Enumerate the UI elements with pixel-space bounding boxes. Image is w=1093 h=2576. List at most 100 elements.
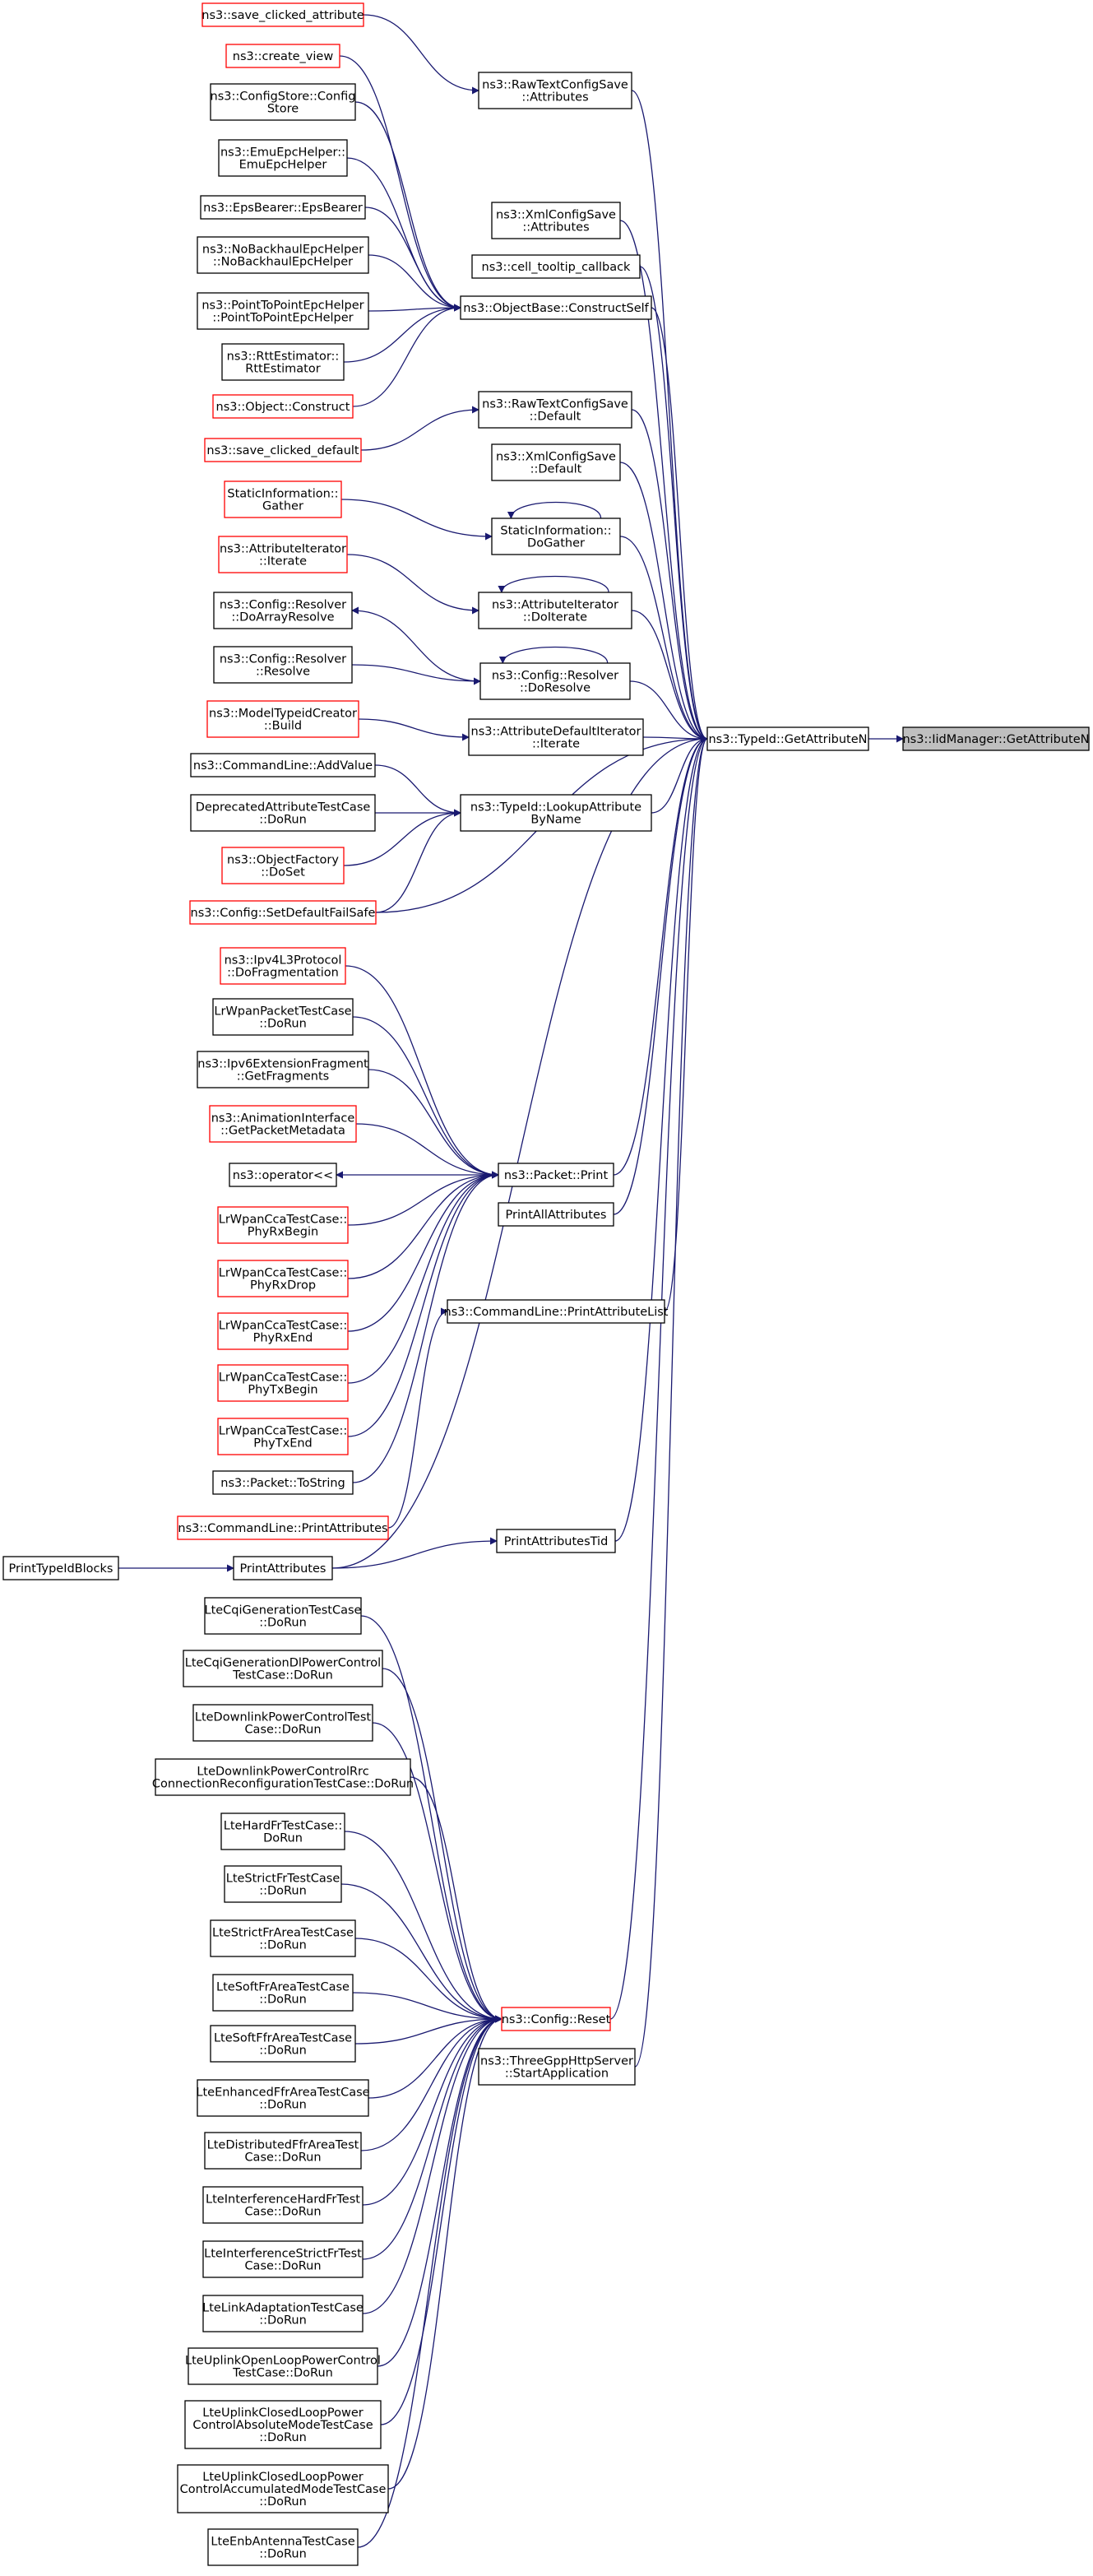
node-n22[interactable]: ns3::Ipv6ExtensionFragment::GetFragments bbox=[197, 1051, 369, 1088]
node-n15[interactable]: ns3::ModelTypeidCreator::Build bbox=[206, 700, 359, 738]
node-n19[interactable]: ns3::Config::SetDefaultFailSafe bbox=[189, 900, 377, 925]
node-n40[interactable]: LteStrictFrAreaTestCase::DoRun bbox=[210, 1919, 356, 1957]
node-n12[interactable]: ns3::AttributeIterator::Iterate bbox=[218, 536, 348, 573]
node-n33[interactable]: PrintAttributes bbox=[233, 1556, 333, 1580]
node-n11[interactable]: StaticInformation::Gather bbox=[224, 480, 342, 518]
node-root[interactable]: ns3::IidManager::GetAttributeN bbox=[902, 726, 1090, 751]
node-box bbox=[479, 662, 631, 700]
node-label: ns3::EpsBearer::EpsBearer bbox=[203, 202, 363, 215]
node-n1[interactable]: ns3::save_clicked_attribute bbox=[201, 2, 364, 27]
node-m8[interactable]: ns3::AttributeIterator::DoIterate bbox=[478, 592, 632, 629]
node-n27[interactable]: LrWpanCcaTestCase::PhyRxEnd bbox=[217, 1312, 349, 1350]
node-label: ::DoRun bbox=[259, 1885, 307, 1898]
node-label: ::DoRun bbox=[259, 814, 307, 827]
edge-n22-to-m12 bbox=[368, 1069, 499, 1179]
node-n47[interactable]: LteLinkAdaptationTestCase::DoRun bbox=[202, 2295, 364, 2332]
node-label: RttEstimator bbox=[245, 363, 320, 376]
node-m16[interactable]: ns3::Config::Reset bbox=[501, 2007, 611, 2031]
node-n25[interactable]: LrWpanCcaTestCase::PhyRxBegin bbox=[217, 1206, 349, 1244]
node-m15[interactable]: PrintAttributesTid bbox=[496, 1529, 616, 1553]
node-n21[interactable]: LrWpanPacketTestCase::DoRun bbox=[212, 998, 354, 1036]
node-m4[interactable]: ns3::ObjectBase::ConstructSelf bbox=[460, 295, 652, 320]
node-label: PhyRxBegin bbox=[248, 1226, 318, 1239]
node-box bbox=[197, 236, 369, 274]
node-m9[interactable]: ns3::Config::Resolver::DoResolve bbox=[479, 662, 631, 700]
node-label: ns3::Ipv4L3Protocol bbox=[225, 954, 342, 968]
node-label: Case::DoRun bbox=[244, 2260, 321, 2273]
node-label: ::DoRun bbox=[259, 1993, 307, 2007]
node-box bbox=[213, 646, 353, 684]
node-n8[interactable]: ns3::RttEstimator::RttEstimator bbox=[221, 343, 345, 381]
node-label: ns3::create_view bbox=[233, 50, 334, 63]
node-label: ns3::Config::Resolver bbox=[492, 670, 618, 683]
node-label: PrintAllAttributes bbox=[506, 1209, 607, 1222]
node-label: LteLinkAdaptationTestCase bbox=[202, 2302, 364, 2315]
node-label: ns3::ConfigStore::Config bbox=[211, 91, 356, 104]
node-label: DoRun bbox=[263, 1832, 303, 1845]
node-label: ns3::Config::Resolver bbox=[220, 599, 346, 612]
node-m10[interactable]: ns3::AttributeDefaultIterator::Iterate bbox=[468, 718, 644, 756]
node-n31[interactable]: ns3::CommandLine::PrintAttributes bbox=[177, 1515, 389, 1540]
node-n29[interactable]: LrWpanCcaTestCase::PhyTxEnd bbox=[217, 1418, 349, 1455]
node-n4[interactable]: ns3::EmuEpcHelper::EmuEpcHelper bbox=[218, 139, 348, 177]
node-n43[interactable]: LteEnhancedFfrAreaTestCase::DoRun bbox=[196, 2079, 370, 2117]
node-n16[interactable]: ns3::CommandLine::AddValue bbox=[190, 753, 376, 777]
node-label: ns3::TypeId::GetAttributeN bbox=[708, 733, 867, 746]
node-box bbox=[478, 72, 632, 109]
node-n10[interactable]: ns3::save_clicked_default bbox=[204, 438, 362, 462]
node-label: Case::DoRun bbox=[244, 2151, 321, 2165]
node-m6[interactable]: ns3::XmlConfigSave::Default bbox=[491, 443, 621, 481]
node-n18[interactable]: ns3::ObjectFactory::DoSet bbox=[221, 847, 345, 884]
node-n51[interactable]: LteEnbAntennaTestCase::DoRun bbox=[207, 2528, 359, 2566]
node-label: ::Build bbox=[264, 720, 302, 733]
node-n41[interactable]: LteSoftFrAreaTestCase::DoRun bbox=[212, 1974, 354, 2012]
node-n24[interactable]: ns3::operator<< bbox=[229, 1163, 337, 1187]
node-m2[interactable]: ns3::XmlConfigSave::Attributes bbox=[491, 202, 621, 239]
node-n17[interactable]: DeprecatedAttributeTestCase::DoRun bbox=[190, 794, 376, 832]
node-n49[interactable]: LteUplinkClosedLoopPowerControlAbsoluteM… bbox=[184, 2400, 382, 2449]
node-n23[interactable]: ns3::AnimationInterface::GetPacketMetada… bbox=[209, 1105, 357, 1143]
node-m7[interactable]: StaticInformation::DoGather bbox=[491, 518, 621, 555]
node-n50[interactable]: LteUplinkClosedLoopPowerControlAccumulat… bbox=[177, 2464, 389, 2513]
node-n39[interactable]: LteStrictFrTestCase::DoRun bbox=[224, 1865, 342, 1903]
node-box bbox=[447, 1299, 665, 1324]
node-n35[interactable]: LteCqiGenerationDlPowerControlTestCase::… bbox=[183, 1650, 383, 1687]
node-n48[interactable]: LteUplinkOpenLoopPowerControlTestCase::D… bbox=[185, 2347, 381, 2385]
node-m17[interactable]: ns3::ThreeGppHttpServer::StartApplicatio… bbox=[478, 2048, 636, 2086]
node-n7[interactable]: ns3::PointToPointEpcHelper::PointToPoint… bbox=[197, 292, 369, 330]
node-n5[interactable]: ns3::EpsBearer::EpsBearer bbox=[200, 195, 366, 220]
node-n20[interactable]: ns3::Ipv4L3Protocol::DoFragmentation bbox=[220, 947, 346, 985]
node-n37[interactable]: LteDownlinkPowerControlRrcConnectionReco… bbox=[152, 1758, 414, 1796]
node-label: ns3::AttributeIterator bbox=[492, 599, 618, 612]
node-m3[interactable]: ns3::cell_tooltip_callback bbox=[471, 254, 641, 279]
edge-n4-to-m4 bbox=[346, 157, 461, 312]
node-n38[interactable]: LteHardFrTestCase::DoRun bbox=[220, 1812, 345, 1850]
node-label: LteEnhancedFfrAreaTestCase bbox=[196, 2086, 369, 2100]
node-n32[interactable]: PrintTypeIdBlocks bbox=[2, 1556, 119, 1580]
edge-n35-to-m16 bbox=[382, 1668, 503, 2023]
node-m13[interactable]: PrintAllAttributes bbox=[498, 1202, 614, 1227]
node-n34[interactable]: LteCqiGenerationTestCase::DoRun bbox=[204, 1597, 362, 1635]
node-m12[interactable]: ns3::Packet::Print bbox=[498, 1163, 614, 1187]
node-n13[interactable]: ns3::Config::Resolver::DoArrayResolve bbox=[213, 592, 353, 629]
node-n42[interactable]: LteSoftFfrAreaTestCase::DoRun bbox=[210, 2025, 356, 2063]
node-n3[interactable]: ns3::ConfigStore::ConfigStore bbox=[210, 83, 356, 121]
node-m5[interactable]: ns3::RawTextConfigSave::Default bbox=[478, 391, 632, 429]
node-n30[interactable]: ns3::Packet::ToString bbox=[212, 1470, 354, 1495]
edge-n51-to-m16 bbox=[357, 2015, 503, 2548]
node-n2[interactable]: ns3::create_view bbox=[225, 44, 340, 68]
node-n6[interactable]: ns3::NoBackhaulEpcHelper::NoBackhaulEpcH… bbox=[197, 236, 369, 274]
node-n14[interactable]: ns3::Config::Resolver::Resolve bbox=[213, 646, 353, 684]
node-m14[interactable]: ns3::CommandLine::PrintAttributeList bbox=[444, 1299, 669, 1324]
node-label: ns3::EmuEpcHelper:: bbox=[220, 146, 345, 160]
node-n26[interactable]: LrWpanCcaTestCase::PhyRxDrop bbox=[217, 1260, 349, 1297]
node-n28[interactable]: LrWpanCcaTestCase::PhyTxBegin bbox=[217, 1364, 349, 1402]
node-g[interactable]: ns3::TypeId::GetAttributeN bbox=[706, 726, 869, 751]
node-n9[interactable]: ns3::Object::Construct bbox=[212, 394, 354, 419]
node-m1[interactable]: ns3::RawTextConfigSave::Attributes bbox=[478, 72, 632, 109]
